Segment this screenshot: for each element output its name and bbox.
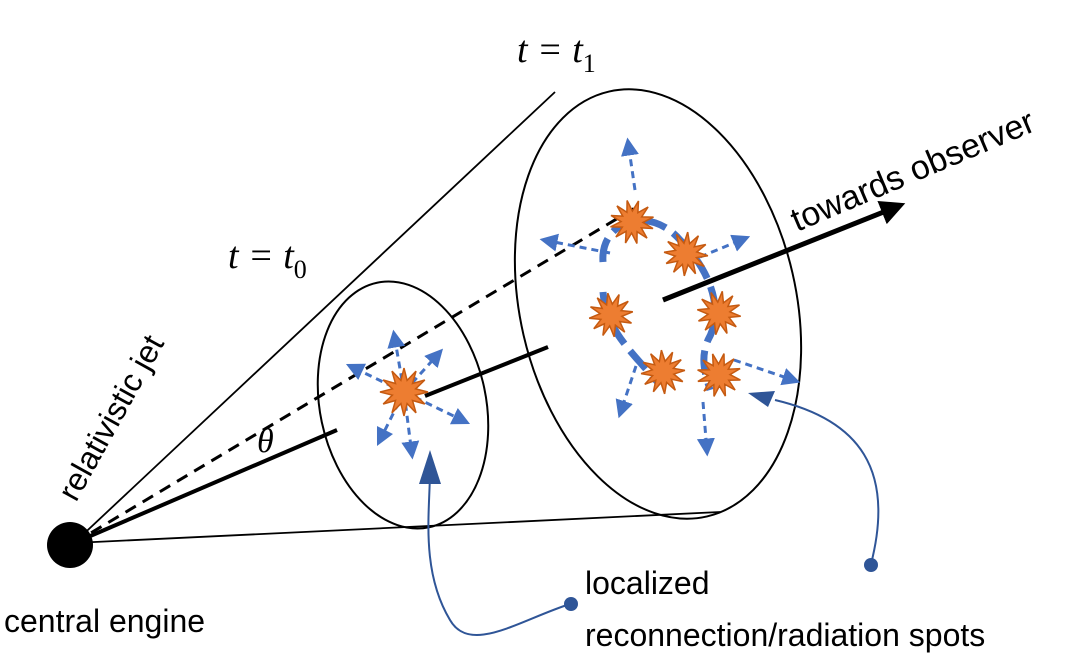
blue-arrows-large [539,137,801,457]
pointer-dot-left [564,597,578,611]
observer-arrow [662,200,906,303]
label-relativistic-jet: relativistic jet [51,329,171,507]
jet-axis-line [73,428,338,545]
central-engine-dot [47,522,93,568]
radiation-spots [379,200,741,417]
radiation-spot [663,231,709,277]
jet-axis-inner-segment [424,345,549,398]
label-t1: t = t1 [517,29,596,78]
ellipse-t1 [513,88,803,520]
pointer-head-left [419,450,441,484]
radiation-spot [379,367,429,417]
pointer-curve-left [427,469,571,637]
label-t0: t = t0 [228,235,307,284]
blue-arrows-small [345,329,471,460]
cone-upper-edge [73,91,556,544]
label-towards-observer: towards observer [785,102,1040,239]
cone-lower-edge [73,511,721,544]
dashed-direction-line [73,203,641,545]
radiation-spot [610,200,654,244]
pointer-dot-right [864,558,878,572]
label-localized: localized [585,565,710,601]
radiation-spot [640,349,686,395]
label-central-engine: central engine [4,603,205,639]
pointer-head-right [748,391,775,407]
radiation-spot [697,353,741,397]
pointer-curve-right [774,399,880,565]
radiation-spot [588,292,634,338]
label-reconnection-spots: reconnection/radiation spots [585,617,985,653]
label-theta: θ [257,423,274,460]
radiation-spot [697,291,741,335]
